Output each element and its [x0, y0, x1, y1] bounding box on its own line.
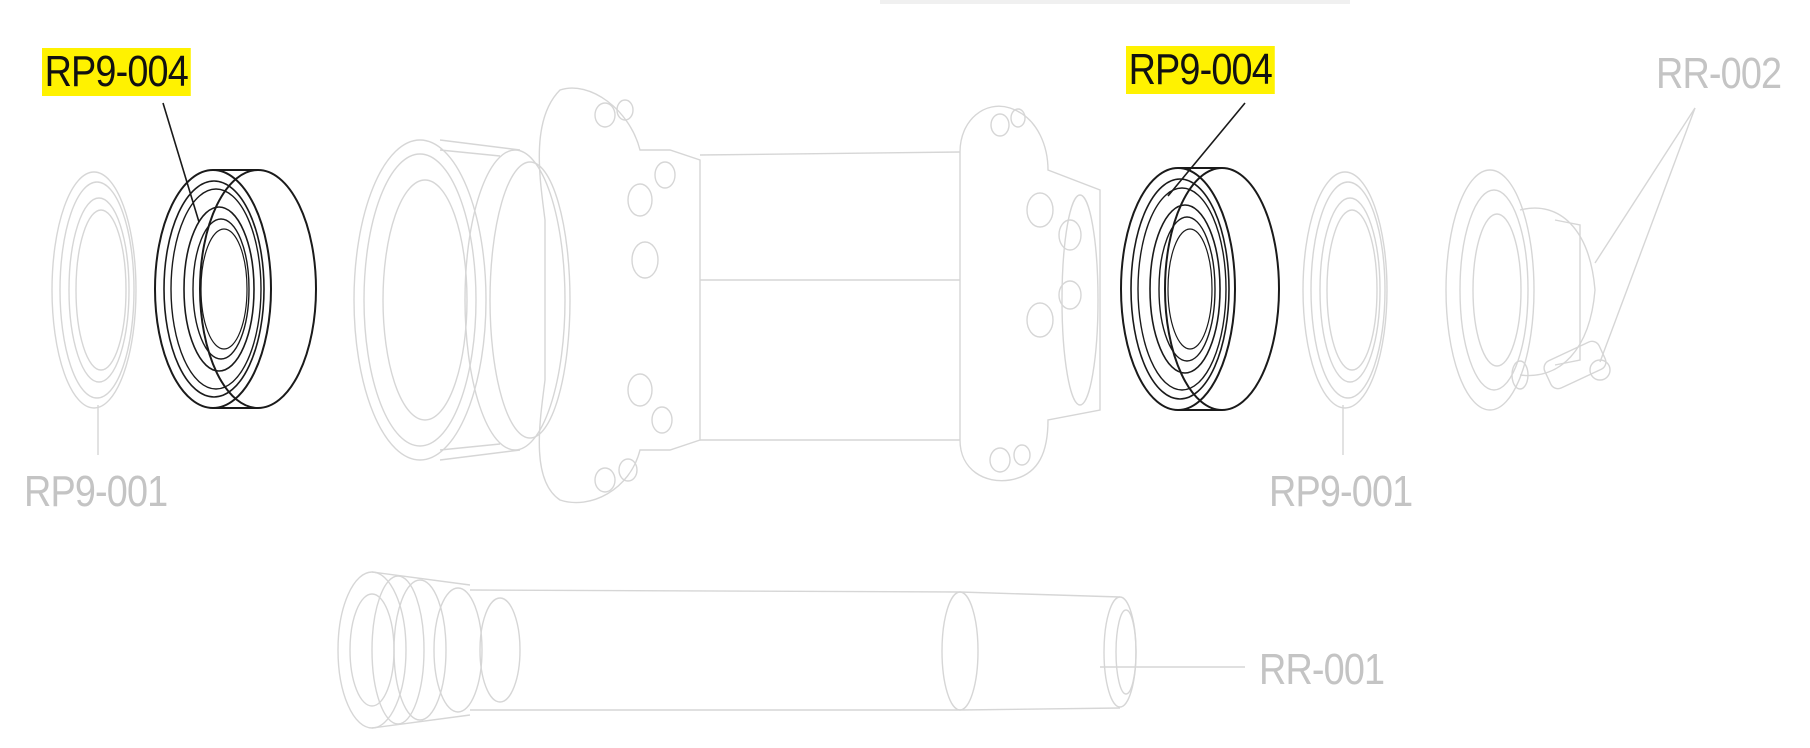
leader-end-cap-b: [1599, 107, 1696, 363]
end-cap: [1445, 169, 1611, 411]
leader-bearing-left: [162, 102, 200, 223]
bearing-left: [154, 169, 317, 409]
label-bearing-right: RP9-004: [1126, 46, 1275, 94]
label-axle: RR-001: [1259, 645, 1385, 694]
leader-end-cap-a: [1594, 107, 1696, 264]
seal-right: [1302, 171, 1388, 409]
label-seal-right: RP9-001: [1269, 467, 1413, 516]
faded-parts: [51, 87, 1696, 729]
label-end-cap: RR-002: [1656, 49, 1782, 98]
bearing-right: [1120, 167, 1280, 411]
axle: [337, 571, 1137, 729]
seal-left: [51, 171, 137, 409]
hub-shell: [353, 87, 1101, 504]
label-bearing-left: RP9-004: [42, 48, 191, 96]
top-strip: [880, 0, 1350, 4]
label-seal-left: RP9-001: [24, 467, 168, 516]
leader-bearing-right: [1167, 102, 1246, 197]
